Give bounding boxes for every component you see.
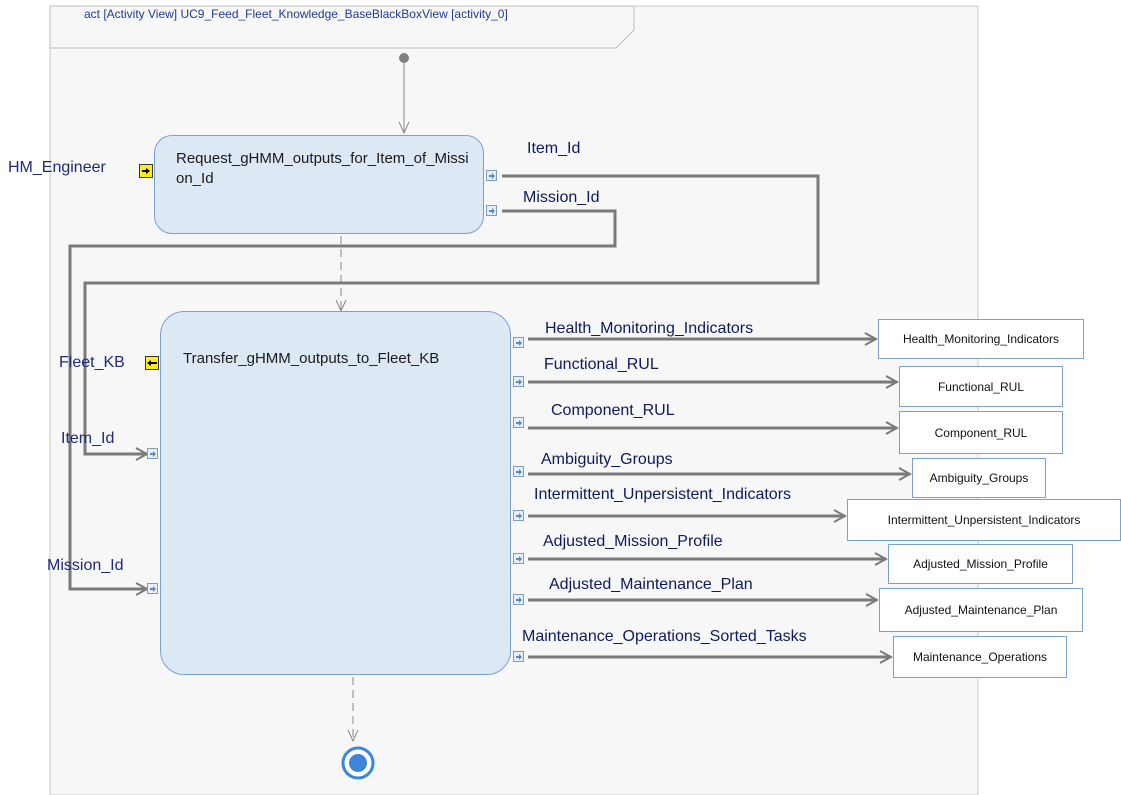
flow-label-component-rul: Component_RUL — [551, 402, 675, 419]
pin-out-component-rul-icon[interactable] — [513, 417, 524, 428]
flow-label-adjusted-maintenance-plan: Adjusted_Maintenance_Plan — [549, 576, 753, 593]
flow-label-request-item-id: Item_Id — [527, 140, 581, 157]
flow-label-health-monitoring-indicators: Health_Monitoring_Indicators — [545, 320, 754, 337]
object-node-health-monitoring-indicators[interactable]: Health_Monitoring_Indicators — [878, 319, 1084, 359]
actor-hm-engineer-label: HM_Engineer — [8, 159, 106, 176]
actor-input-arrow-icon[interactable] — [139, 164, 153, 178]
action-request-ghmm-outputs[interactable]: Request_gHMM_outputs_for_Item_of_Mission… — [154, 135, 484, 234]
flow-label-adjusted-mission-profile: Adjusted_Mission_Profile — [543, 533, 723, 550]
pin-label-transfer-item-id: Item_Id — [61, 430, 115, 447]
action-transfer-ghmm-outputs[interactable]: Transfer_gHMM_outputs_to_Fleet_KB — [160, 311, 511, 675]
object-flow-mission-id — [68, 209, 617, 589]
pin-out-adjusted-mission-profile-icon[interactable] — [513, 553, 524, 564]
flow-label-ambiguity-groups: Ambiguity_Groups — [541, 451, 673, 468]
flow-label-functional-rul: Functional_RUL — [544, 356, 659, 373]
pin-out-ambiguity-groups-icon[interactable] — [513, 466, 524, 477]
action-transfer-name: Transfer_gHMM_outputs_to_Fleet_KB — [183, 350, 440, 367]
object-node-adjusted-mission-profile[interactable]: Adjusted_Mission_Profile — [888, 544, 1073, 584]
object-node-functional-rul[interactable]: Functional_RUL — [899, 366, 1063, 407]
object-node-ambiguity-groups[interactable]: Ambiguity_Groups — [912, 458, 1046, 498]
object-flow-item-id — [83, 174, 820, 454]
frame-title-tab — [49, 5, 635, 49]
pin-out-adjusted-maintenance-plan-icon[interactable] — [513, 594, 524, 605]
pin-transfer-item-id-in-icon[interactable] — [147, 448, 158, 459]
actor-fleet-kb-label: Fleet_KB — [59, 354, 125, 371]
pin-out-functional-rul-icon[interactable] — [513, 376, 524, 387]
frame-title: act [Activity View] UC9_Feed_Fleet_Knowl… — [84, 7, 508, 21]
pin-label-transfer-mission-id: Mission_Id — [47, 557, 124, 574]
action-request-name: Request_gHMM_outputs_for_Item_of_Mission… — [176, 150, 469, 187]
flow-label-intermittent-unpersistent-indicators: Intermittent_Unpersistent_Indicators — [534, 486, 792, 503]
pin-out-maintenance-operations-icon[interactable] — [513, 651, 524, 662]
pin-out-intermittent-unpersistent-indicators-icon[interactable] — [513, 510, 524, 521]
pin-out-health-monitoring-indicators-icon[interactable] — [513, 337, 524, 348]
object-node-intermittent-unpersistent-indicators[interactable]: Intermittent_Unpersistent_Indicators — [847, 499, 1121, 541]
object-node-component-rul[interactable]: Component_RUL — [899, 411, 1063, 454]
pin-request-mission-id-out-icon[interactable] — [486, 205, 497, 216]
flow-label-request-mission-id: Mission_Id — [523, 189, 600, 206]
object-node-adjusted-maintenance-plan[interactable]: Adjusted_Maintenance_Plan — [879, 588, 1083, 632]
flow-label-maintenance-operations-sorted-tasks: Maintenance_Operations_Sorted_Tasks — [522, 628, 807, 645]
pin-transfer-mission-id-in-icon[interactable] — [147, 583, 158, 594]
initial-node — [399, 53, 409, 63]
activity-final-node-inner — [349, 754, 367, 772]
object-node-maintenance-operations[interactable]: Maintenance_Operations — [893, 636, 1067, 678]
actor-output-arrow-icon[interactable] — [145, 356, 159, 370]
pin-request-item-id-out-icon[interactable] — [486, 170, 497, 181]
